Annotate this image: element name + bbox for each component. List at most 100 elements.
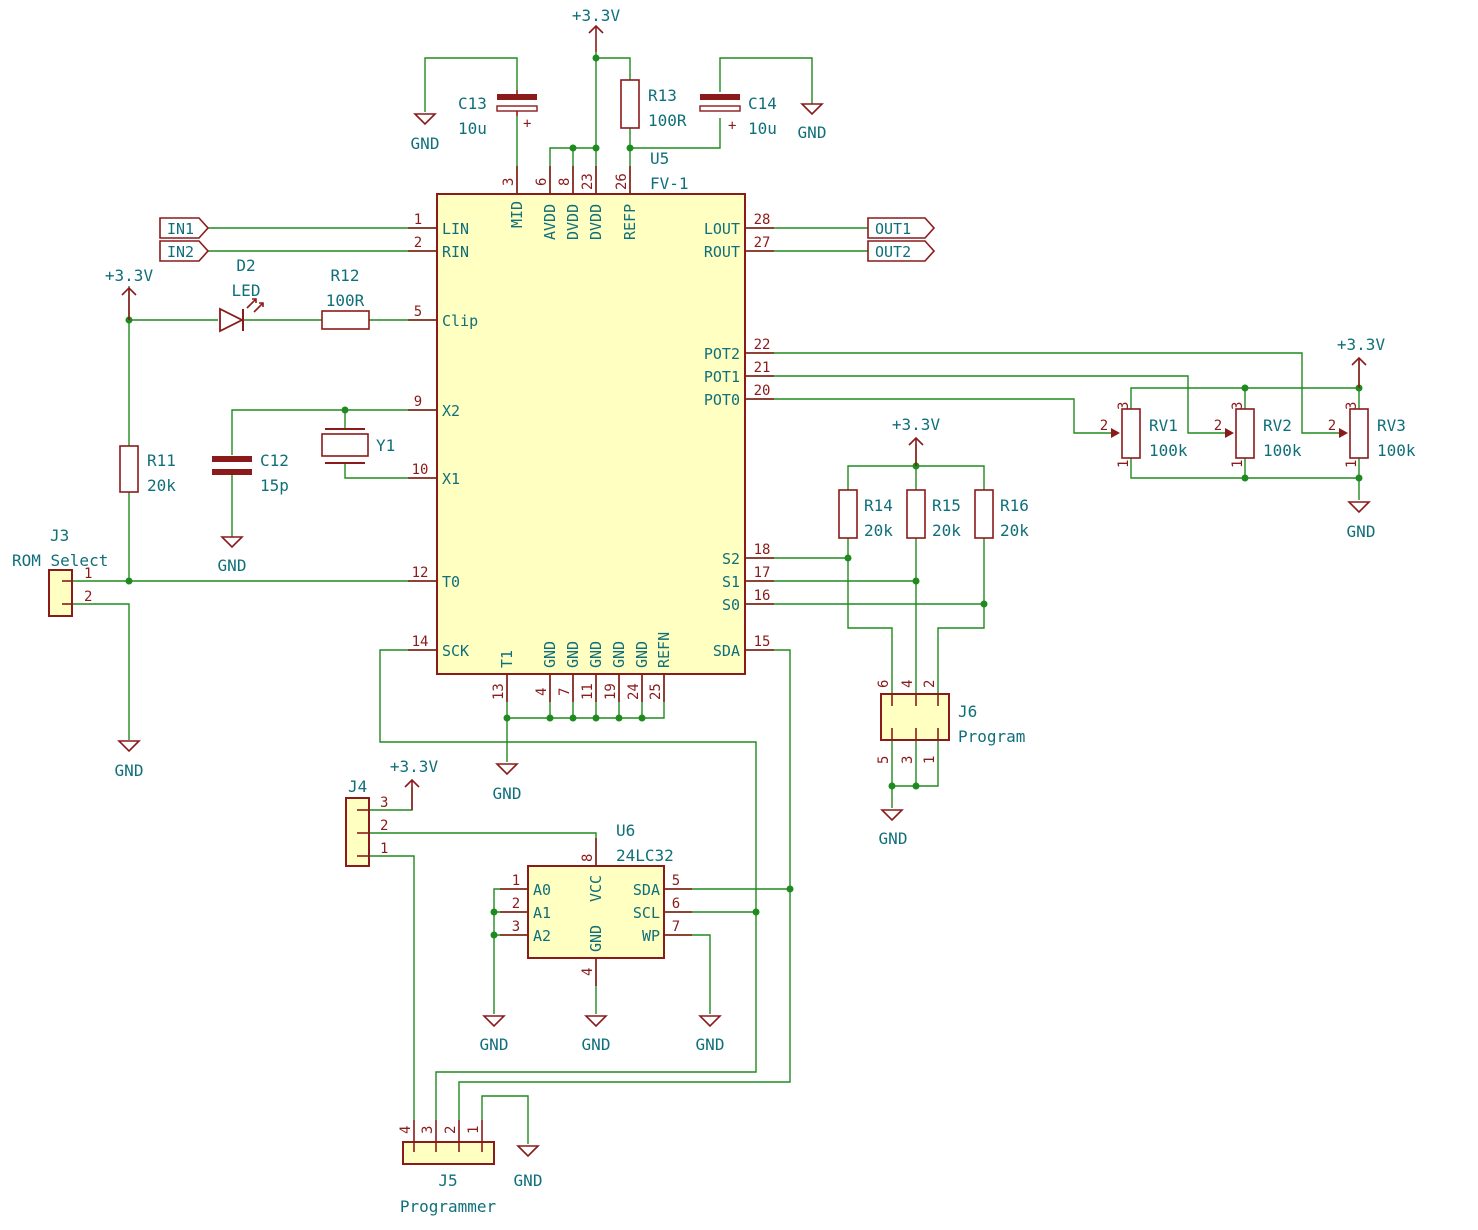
u5-value: FV-1	[650, 174, 689, 193]
u6-pin-name: A1	[533, 904, 551, 922]
input-label-in1[interactable]: IN1	[159, 217, 210, 239]
gnd-symbol: GND	[582, 1015, 611, 1054]
c14-ref: C14	[748, 94, 777, 113]
capacitor-c14[interactable]: + C14 10u	[699, 94, 777, 138]
vcc-label: +3.3V	[572, 6, 621, 25]
input-label-in2[interactable]: IN2	[159, 240, 210, 262]
u5-pin-name: MID	[508, 201, 526, 228]
u5-pin-num: 16	[754, 588, 771, 604]
u6-pin-num: 6	[672, 896, 680, 912]
u5-pin-name: ROUT	[704, 243, 740, 261]
u5-pin-num: 9	[414, 394, 422, 410]
c12-value: 15p	[260, 476, 289, 495]
r16-ref: R16	[1000, 496, 1029, 515]
u5-pin-name: GND	[633, 641, 651, 668]
u5-pin-name: POT0	[704, 391, 740, 409]
rv1-value: 100k	[1149, 441, 1188, 460]
u5-pin-num: 6	[534, 178, 550, 186]
u5-pin-num: 21	[754, 360, 771, 376]
gnd-symbol: GND	[115, 740, 143, 780]
u5-pin-name: REFN	[655, 632, 673, 668]
u5-pin-name: GND	[610, 641, 628, 668]
u5-pin-name: SDA	[713, 642, 740, 660]
u5-pin-num: 15	[754, 634, 771, 650]
rv1-pin-num: 2	[1100, 418, 1108, 434]
u5-pin-name: GND	[564, 641, 582, 668]
resistor-r14[interactable]: R14 20k	[838, 489, 893, 540]
d2-value: LED	[232, 281, 261, 300]
rv2-value: 100k	[1263, 441, 1302, 460]
crystal-y1[interactable]: Y1	[321, 428, 395, 464]
connector-j3[interactable]: J3 ROM Select 1 2	[12, 526, 108, 617]
u6-pin-num: 2	[512, 896, 520, 912]
j3-pin-num: 1	[84, 566, 92, 582]
u5-pin-name: S1	[722, 573, 740, 591]
resistor-r16[interactable]: R16 20k	[974, 489, 1029, 540]
u6-pin-num: 1	[512, 873, 520, 889]
in2-label-text: IN2	[167, 243, 194, 261]
resistor-r13[interactable]: R13 100R	[620, 79, 687, 130]
u5-pin-num: 14	[412, 634, 429, 650]
gnd-label: GND	[879, 829, 908, 848]
led-d2[interactable]: D2 LED	[219, 256, 264, 333]
rv3-pin-num: 2	[1328, 418, 1336, 434]
r15-ref: R15	[932, 496, 961, 515]
u5-fv1-chip[interactable]: U5 FV-1 1 LIN 2 RIN 5 Clip 9 X2 10 X1 12…	[408, 149, 774, 702]
gnd-symbol: GND	[798, 103, 826, 142]
u5-pin-name: Clip	[442, 312, 478, 330]
u5-pin-num: 7	[557, 688, 573, 696]
j5-pin-num: 3	[420, 1126, 436, 1134]
u5-pin-num: 27	[754, 235, 771, 251]
j6-pin-num: 1	[922, 756, 938, 764]
r16-value: 20k	[1000, 521, 1029, 540]
potentiometer-rv1[interactable]: 3 2 1 RV1 100k	[1100, 402, 1188, 468]
potentiometer-rv2[interactable]: 3 2 1 RV2 100k	[1214, 402, 1302, 468]
u6-pin-num: 3	[512, 919, 520, 935]
u5-pin-num: 17	[754, 565, 771, 581]
resistor-r12[interactable]: R12 100R	[321, 266, 370, 330]
j6-pin-num: 4	[900, 680, 916, 688]
gnd-label: GND	[582, 1035, 611, 1054]
u5-pin-num: 5	[414, 304, 422, 320]
r15-value: 20k	[932, 521, 961, 540]
output-label-out2[interactable]: OUT2	[867, 240, 936, 262]
u6-pin-num: 5	[672, 873, 680, 889]
resistor-r15[interactable]: R15 20k	[906, 489, 961, 540]
u5-pin-name: T1	[498, 650, 516, 668]
resistor-r11[interactable]: R11 20k	[119, 445, 176, 495]
connector-j5[interactable]: 4 3 2 1 J5 Programmer	[398, 1120, 497, 1216]
u5-pin-num: 20	[754, 383, 771, 399]
connector-j4[interactable]: J4 3 2 1	[345, 777, 388, 867]
capacitor-c13[interactable]: + C13 10u	[458, 90, 538, 138]
u6-eeprom-chip[interactable]: U6 24LC32 1 A0 2 A1 3 A2 8 VCC 4 GND 5 S…	[500, 821, 692, 986]
gnd-symbol: GND	[218, 536, 246, 575]
gnd-label: GND	[514, 1171, 543, 1190]
rv3-value: 100k	[1377, 441, 1416, 460]
gnd-label: GND	[411, 134, 440, 153]
u5-pin-name: S0	[722, 596, 740, 614]
u5-pin-name: RIN	[442, 243, 469, 261]
u6-pin-name: VCC	[587, 875, 605, 902]
gnd-symbol: GND	[696, 1015, 724, 1054]
vcc-symbol: +3.3V	[892, 415, 941, 466]
c12-ref: C12	[260, 451, 289, 470]
j3-pin-num: 2	[84, 589, 92, 605]
u5-pin-num: 26	[614, 173, 630, 190]
u5-pin-name: AVDD	[541, 204, 559, 240]
output-label-out1[interactable]: OUT1	[867, 217, 936, 239]
connector-j6[interactable]: 6 4 2 5 3 1 J6 Program	[876, 680, 1025, 764]
junctions	[125, 54, 1363, 939]
j6-pin-num: 2	[922, 680, 938, 688]
r11-value: 20k	[147, 476, 176, 495]
r11-ref: R11	[147, 451, 176, 470]
gnd-symbol: GND	[514, 1145, 543, 1190]
u5-pin-num: 22	[754, 337, 771, 353]
vcc-label: +3.3V	[892, 415, 941, 434]
r12-ref: R12	[331, 266, 360, 285]
capacitor-c12[interactable]: C12 15p	[212, 451, 289, 495]
potentiometer-rv3[interactable]: 3 2 1 RV3 100k	[1328, 402, 1416, 468]
u5-pin-num: 19	[603, 683, 619, 700]
u5-pin-num: 10	[412, 462, 429, 478]
gnd-symbol: GND	[1347, 501, 1375, 541]
